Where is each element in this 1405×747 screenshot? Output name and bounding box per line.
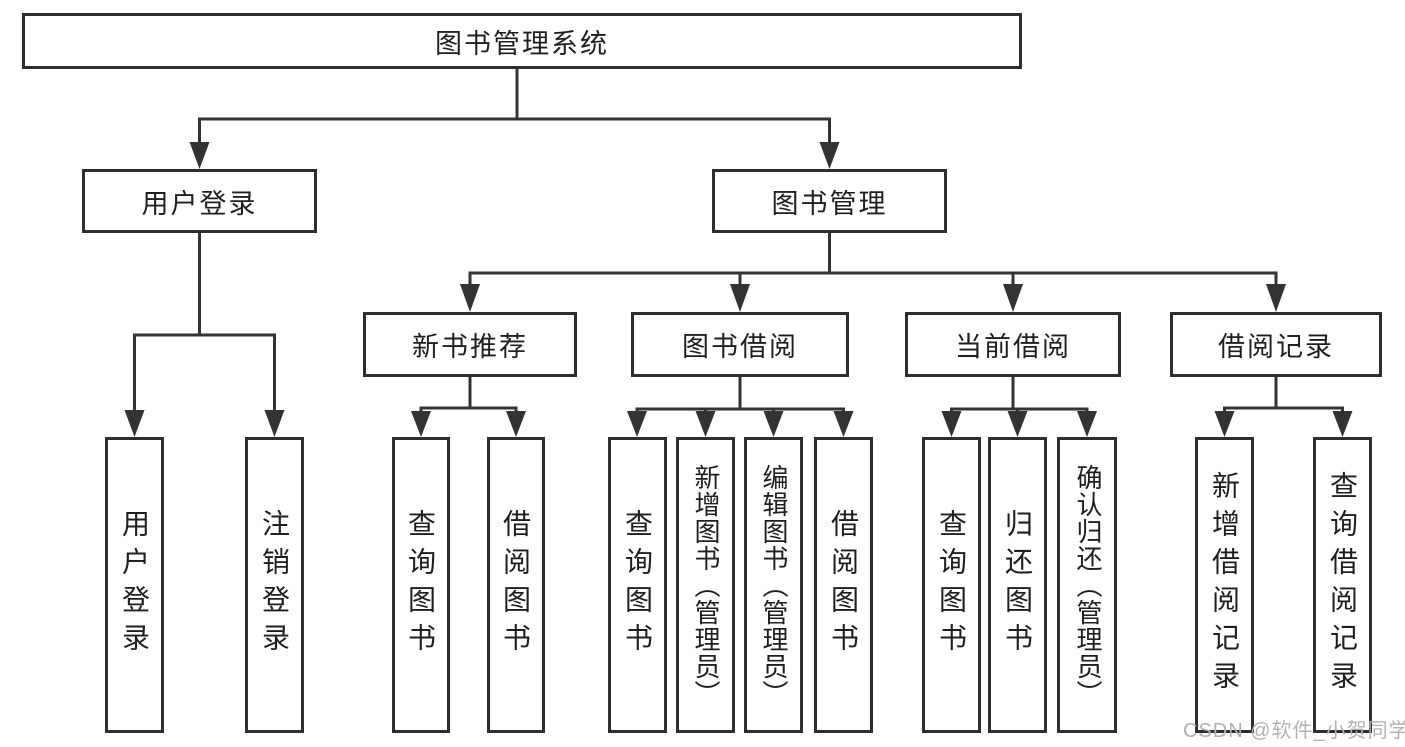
leaf-logout: 注销登录 — [245, 437, 304, 733]
leaf-current-confirm-return-admin: 确认归还（管理员） — [1057, 437, 1117, 733]
connector-borrow-children — [635, 377, 845, 415]
node-borrow-records: 借阅记录 — [1170, 312, 1382, 377]
connector-recommend-children — [419, 377, 518, 415]
connector-current-children — [950, 377, 1089, 415]
leaf-recommend-query-books: 查询图书 — [392, 437, 450, 733]
arrow-down-icon — [819, 142, 840, 169]
arrow-down-icon — [189, 142, 210, 169]
leaf-borrow-edit-books-admin: 编辑图书（管理员） — [744, 437, 803, 733]
leaf-current-return-books: 归还图书 — [988, 437, 1047, 733]
arrow-down-icon — [460, 284, 480, 312]
arrow-down-icon — [1266, 284, 1286, 312]
leaf-borrow-query-books: 查询图书 — [608, 437, 667, 733]
connector-book-mgmt-children — [468, 233, 1278, 288]
arrow-down-icon — [1077, 411, 1097, 437]
leaf-records-query-record: 查询借阅记录 — [1313, 437, 1372, 733]
leaf-records-add-record: 新增借阅记录 — [1195, 437, 1254, 733]
arrow-down-icon — [1003, 284, 1023, 312]
leaf-borrow-borrow-books: 借阅图书 — [814, 437, 873, 733]
arrow-down-icon — [627, 411, 647, 437]
connector-records-children — [1223, 377, 1344, 415]
node-book-mgmt: 图书管理 — [712, 169, 947, 233]
arrow-down-icon — [1007, 411, 1028, 437]
node-root: 图书管理系统 — [22, 13, 1022, 69]
node-current-borrow: 当前借阅 — [905, 312, 1121, 377]
csdn-watermark: CSDN @软件_小贺同学 — [1183, 720, 1405, 742]
arrow-down-icon — [411, 411, 431, 437]
leaf-current-query-books: 查询图书 — [922, 437, 981, 733]
leaf-recommend-borrow-books: 借阅图书 — [487, 437, 545, 733]
arrow-down-icon — [506, 411, 526, 437]
leaf-borrow-add-books-admin: 新增图书（管理员） — [676, 437, 735, 733]
node-new-book-recommend: 新书推荐 — [363, 312, 577, 377]
arrow-down-icon — [833, 411, 854, 437]
connector-root-to-level1 — [198, 69, 831, 145]
arrow-down-icon — [1332, 411, 1353, 437]
arrow-down-icon — [124, 410, 145, 437]
arrow-down-icon — [730, 284, 750, 312]
connector-user-login-children — [133, 233, 276, 414]
arrow-down-icon — [264, 410, 285, 437]
arrow-down-icon — [695, 411, 716, 437]
leaf-user-login: 用户登录 — [105, 437, 164, 733]
arrow-down-icon — [941, 411, 962, 437]
node-user-login: 用户登录 — [82, 169, 317, 233]
arrow-down-icon — [1214, 411, 1235, 437]
node-book-borrow: 图书借阅 — [631, 312, 849, 377]
arrow-down-icon — [763, 411, 784, 437]
